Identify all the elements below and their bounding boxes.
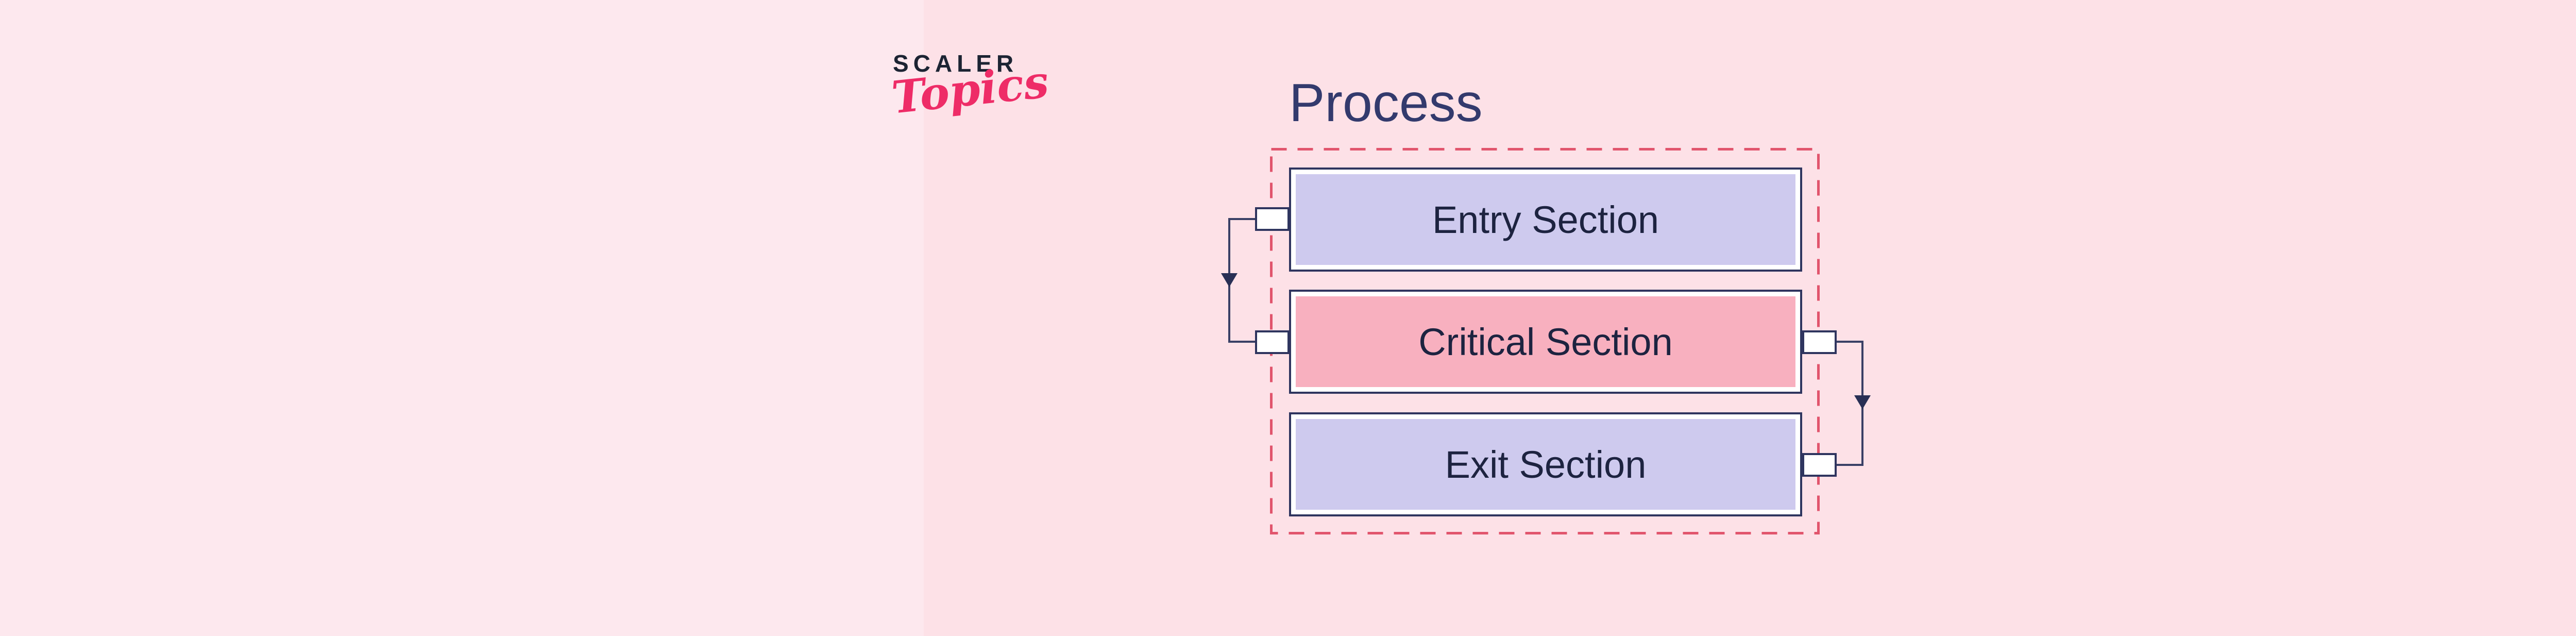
- port-entry-left: [1255, 207, 1290, 231]
- port-critical-right: [1802, 330, 1837, 354]
- background-left-band: [0, 0, 924, 636]
- entry-section-fill: Entry Section: [1296, 174, 1795, 265]
- arrow-down-icon: [1221, 273, 1238, 287]
- critical-section-label: Critical Section: [1418, 320, 1673, 363]
- exit-section-box: Exit Section: [1289, 412, 1802, 516]
- arrow-down-icon: [1854, 395, 1871, 409]
- port-critical-left: [1255, 330, 1290, 354]
- port-exit-right: [1802, 453, 1837, 477]
- exit-section-fill: Exit Section: [1296, 419, 1795, 510]
- connector-critical-to-exit: [1837, 341, 1863, 466]
- critical-section-box: Critical Section: [1289, 290, 1802, 394]
- logo-brand-text: SCALER: [893, 50, 1019, 77]
- entry-section-label: Entry Section: [1432, 198, 1659, 241]
- entry-section-box: Entry Section: [1289, 168, 1802, 272]
- page-title: Process: [1289, 73, 1483, 133]
- scaler-topics-logo: SCALER Topics: [889, 50, 1051, 124]
- critical-section-fill: Critical Section: [1296, 296, 1795, 387]
- exit-section-label: Exit Section: [1445, 443, 1647, 486]
